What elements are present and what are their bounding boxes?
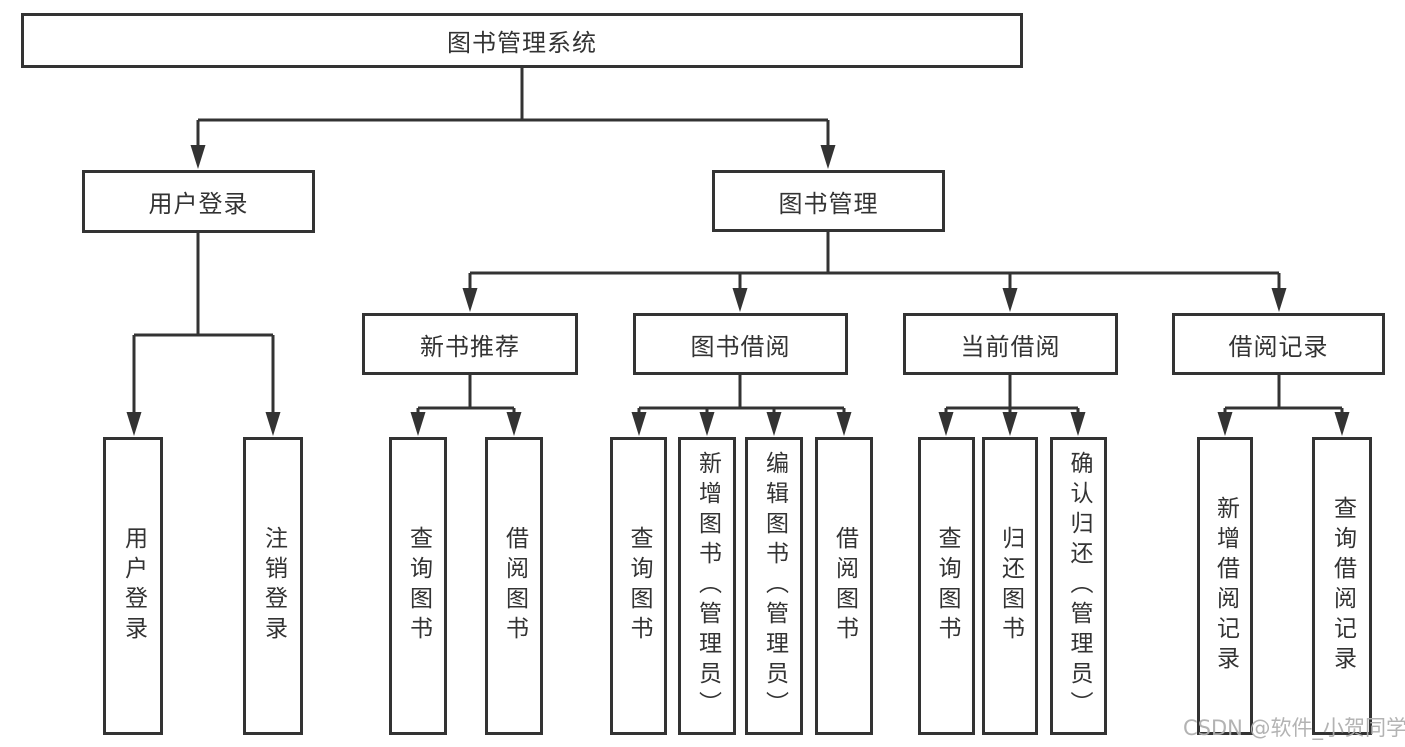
connector-book-borrow-children [637, 375, 846, 420]
node-library-system: 图书管理系统 [21, 13, 1023, 68]
connector-book-mgmt-children [468, 232, 1281, 296]
node-book-borrowing: 图书借阅 [633, 313, 848, 375]
leaf-return-books: 归还图书 [982, 437, 1038, 735]
connector-new-book-children [416, 375, 516, 420]
leaf-query-books-recommend: 查询图书 [389, 437, 447, 735]
leaf-borrow-books-borrowing: 借阅图书 [815, 437, 873, 735]
leaf-query-books-borrowing: 查询图书 [610, 437, 667, 735]
leaf-user-login: 用户登录 [103, 437, 163, 735]
node-book-management: 图书管理 [712, 170, 945, 232]
connector-user-login-children [132, 233, 275, 420]
leaf-add-borrow-record: 新增借阅记录 [1197, 437, 1253, 735]
leaf-query-books-current: 查询图书 [918, 437, 975, 735]
leaf-edit-books-admin: 编辑图书（管理员） [745, 437, 803, 735]
leaf-logout: 注销登录 [243, 437, 303, 735]
leaf-borrow-books-recommend: 借阅图书 [485, 437, 543, 735]
connector-root-children [196, 68, 830, 153]
csdn-watermark: CSDN @软件_小贺同学 [1183, 716, 1405, 740]
leaf-add-books-admin: 新增图书（管理员） [678, 437, 736, 735]
node-current-borrowing: 当前借阅 [903, 313, 1118, 375]
connector-borrow-records-children [1223, 375, 1344, 420]
leaf-confirm-return-admin: 确认归还（管理员） [1050, 437, 1107, 735]
leaf-query-borrow-record: 查询借阅记录 [1312, 437, 1372, 735]
node-borrowing-records: 借阅记录 [1172, 313, 1385, 375]
node-user-login: 用户登录 [82, 170, 315, 233]
node-new-book-recommend: 新书推荐 [362, 313, 578, 375]
arrowheads [126, 145, 1350, 436]
